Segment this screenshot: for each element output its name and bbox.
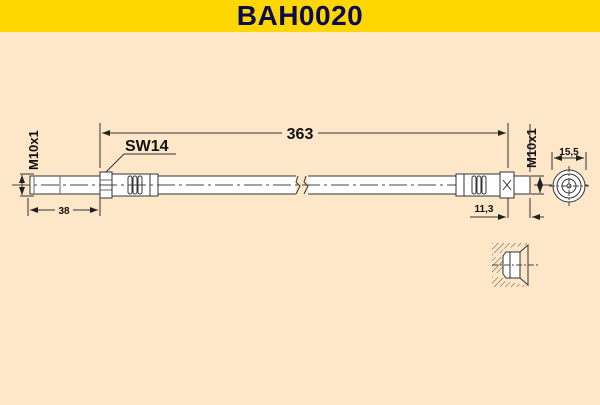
wrench-size-label: SW14 — [125, 138, 169, 155]
left-length-label: 38 — [58, 206, 70, 217]
brake-hose-diagram: 363 SW14 M10x1 — [0, 32, 600, 400]
right-fitting — [455, 171, 531, 199]
right-thread-label: M10x1 — [524, 128, 539, 168]
end-view: 15,5 — [549, 147, 589, 206]
section-detail — [492, 243, 538, 287]
wrench-size-callout: SW14 — [105, 138, 176, 173]
right-length-dimension: 11,3 — [470, 198, 544, 220]
right-length-label: 11,3 — [475, 204, 494, 215]
total-length-label: 363 — [287, 126, 314, 143]
end-view-diameter-label: 15,5 — [559, 147, 579, 158]
part-number-title: BAH0020 — [236, 0, 364, 31]
overall-length-dimension: 363 — [99, 123, 509, 168]
right-thread-dimension: M10x1 — [524, 124, 544, 195]
left-thread-dimension: M10x1 — [19, 130, 41, 197]
header-bar: BAH0020 — [0, 0, 600, 32]
left-length-dimension: 38 — [27, 198, 101, 217]
left-thread-label: M10x1 — [26, 130, 41, 170]
